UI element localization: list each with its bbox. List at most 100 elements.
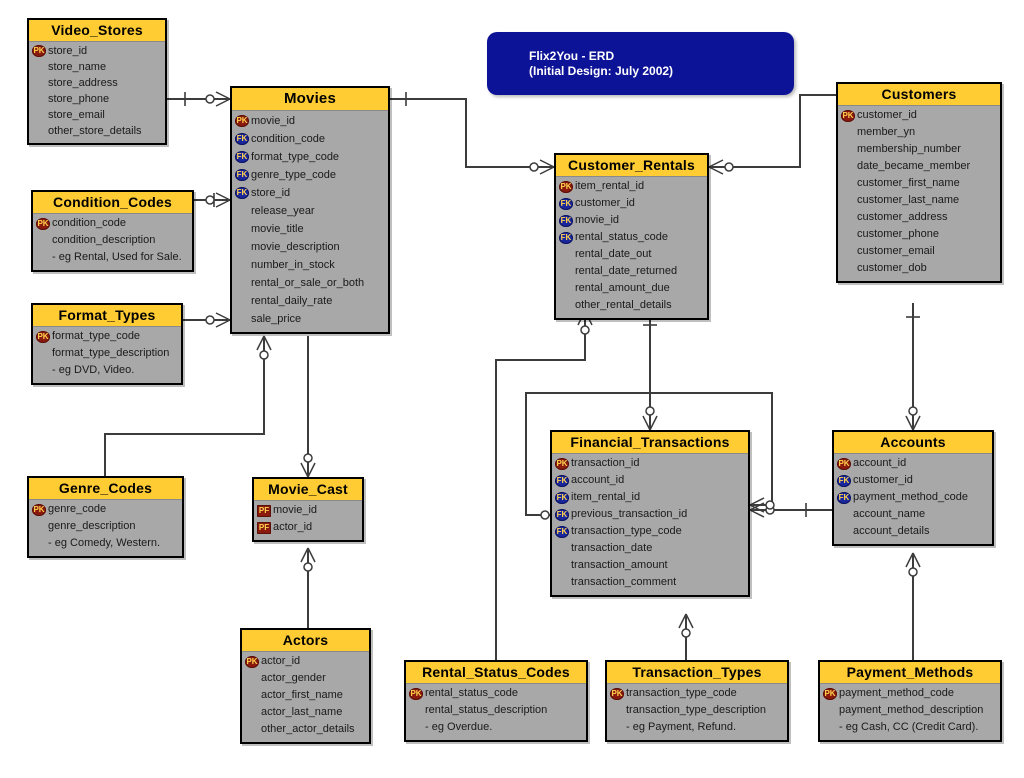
attribute-label: release_year bbox=[251, 204, 315, 217]
no-key-spacer bbox=[841, 246, 855, 258]
attribute-label: customer_last_name bbox=[857, 194, 960, 206]
attribute-row: customer_address bbox=[841, 209, 997, 226]
attribute-label: movie_id bbox=[251, 114, 296, 127]
entity-header-transaction_types: Transaction_Types bbox=[607, 662, 787, 684]
no-key-spacer bbox=[823, 722, 837, 734]
attribute-row: account_details bbox=[837, 523, 989, 540]
attribute-label: other_actor_details bbox=[261, 723, 355, 735]
entity-header-movies: Movies bbox=[232, 88, 388, 111]
attribute-row: rental_date_out bbox=[559, 246, 704, 263]
attribute-row: store_address bbox=[32, 75, 162, 91]
attribute-label: date_became_member bbox=[857, 160, 971, 172]
attribute-label: customer_email bbox=[857, 245, 935, 257]
attribute-row: store_name bbox=[32, 59, 162, 75]
entity-header-accounts: Accounts bbox=[834, 432, 992, 454]
pk-key-icon: PK bbox=[559, 180, 573, 193]
attribute-row: actor_last_name bbox=[245, 704, 366, 721]
fk-key-icon: FK bbox=[559, 231, 573, 244]
fk-key-icon: FK bbox=[559, 214, 573, 227]
entity-header-payment_methods: Payment_Methods bbox=[820, 662, 1000, 684]
attribute-label: transaction_amount bbox=[571, 559, 668, 571]
attribute-row: rental_daily_rate bbox=[235, 292, 385, 310]
no-key-spacer bbox=[610, 705, 624, 717]
attribute-label: account_name bbox=[853, 508, 926, 520]
pk-key-icon: PK bbox=[610, 687, 624, 700]
no-key-spacer bbox=[841, 127, 855, 139]
no-key-spacer bbox=[841, 229, 855, 241]
attribute-row: transaction_date bbox=[555, 540, 745, 557]
no-key-spacer bbox=[36, 365, 50, 377]
attribute-row: movie_title bbox=[235, 220, 385, 238]
no-key-spacer bbox=[235, 241, 249, 253]
note-text: - eg Overdue. bbox=[425, 721, 493, 733]
attribute-label: rental_daily_rate bbox=[251, 294, 333, 307]
attribute-row: rental_amount_due bbox=[559, 280, 704, 297]
attribute-row: store_email bbox=[32, 107, 162, 123]
attribute-row: transaction_amount bbox=[555, 557, 745, 574]
no-key-spacer bbox=[841, 161, 855, 173]
attribute-label: customer_phone bbox=[857, 228, 939, 240]
entity-header-financial_transactions: Financial_Transactions bbox=[552, 432, 748, 454]
no-key-spacer bbox=[235, 223, 249, 235]
attribute-row: other_store_details bbox=[32, 123, 162, 139]
no-key-spacer bbox=[245, 724, 259, 736]
attribute-label: actor_last_name bbox=[261, 706, 343, 718]
no-key-spacer bbox=[245, 673, 259, 685]
attribute-row: actor_gender bbox=[245, 670, 366, 687]
attribute-row: format_type_description bbox=[36, 345, 178, 362]
entity-header-video_stores: Video_Stores bbox=[29, 20, 165, 42]
no-key-spacer bbox=[841, 263, 855, 275]
entity-note: - eg Payment, Refund. bbox=[610, 719, 784, 736]
attribute-label: previous_transaction_id bbox=[571, 508, 688, 520]
entity-header-movie_cast: Movie_Cast bbox=[254, 479, 362, 501]
no-key-spacer bbox=[32, 61, 46, 73]
attribute-row: transaction_comment bbox=[555, 574, 745, 591]
entity-header-condition_codes: Condition_Codes bbox=[33, 192, 192, 214]
attribute-label: membership_number bbox=[857, 143, 961, 155]
attribute-label: rental_status_code bbox=[575, 231, 668, 243]
attribute-row: membership_number bbox=[841, 141, 997, 158]
no-key-spacer bbox=[841, 178, 855, 190]
entity-header-actors: Actors bbox=[242, 630, 369, 652]
no-key-spacer bbox=[245, 707, 259, 719]
attribute-label: customer_id bbox=[575, 197, 635, 209]
no-key-spacer bbox=[841, 212, 855, 224]
fk-key-icon: FK bbox=[555, 474, 569, 487]
no-key-spacer bbox=[409, 705, 423, 717]
attribute-label: store_phone bbox=[48, 92, 110, 105]
no-key-spacer bbox=[559, 266, 573, 278]
attribute-label: movie_title bbox=[251, 222, 304, 235]
pk-key-icon: PK bbox=[32, 503, 46, 516]
no-key-spacer bbox=[36, 235, 50, 247]
attribute-label: genre_type_code bbox=[251, 168, 337, 181]
note-text: - eg Rental, Used for Sale. bbox=[52, 251, 182, 263]
attribute-label: item_rental_id bbox=[575, 180, 645, 192]
fk-key-icon: FK bbox=[555, 525, 569, 538]
pk-key-icon: PK bbox=[841, 109, 855, 122]
attribute-row: movie_description bbox=[235, 238, 385, 256]
attribute-row: actor_first_name bbox=[245, 687, 366, 704]
attribute-label: transaction_date bbox=[571, 542, 653, 554]
